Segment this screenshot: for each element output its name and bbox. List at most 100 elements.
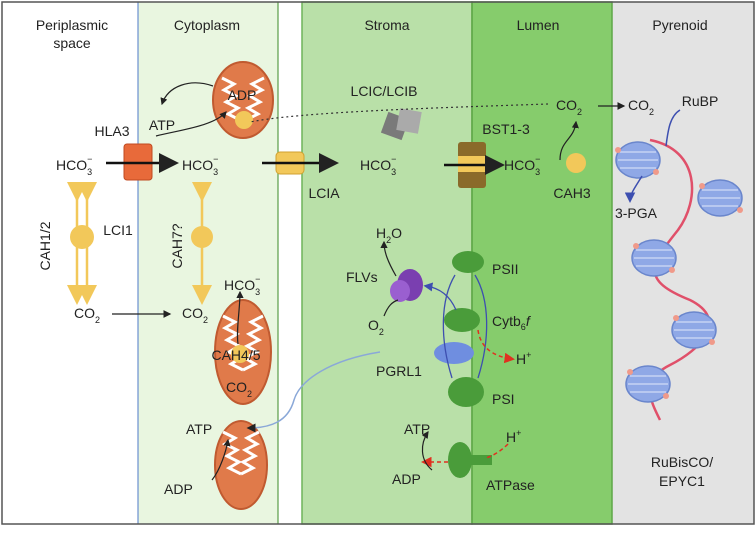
mitochondrion-middle [214, 299, 272, 405]
label-lci1: LCI1 [103, 222, 133, 238]
rubisco-4 [671, 311, 717, 349]
arrow-proton-atpase [485, 443, 509, 459]
arrow-3pga [624, 175, 643, 203]
label-cytb6f: Cytb6f [492, 313, 532, 332]
hco3-lumen: HCO3− [504, 154, 540, 177]
arrow-atp-to-hla3 [155, 111, 227, 137]
label-adp-top: ADP [228, 87, 257, 103]
label-atp-thylakoid: ATP [404, 421, 430, 437]
label-adp-bottom: ADP [164, 481, 193, 497]
co2-lumen: CO2 [556, 97, 582, 117]
arrow-co2-leak-dotted [249, 103, 549, 123]
svg-text:H2O: H2O [376, 225, 402, 245]
arrow-cah45 [236, 290, 244, 345]
co2-mito: CO2 [226, 379, 252, 399]
hco3-periplasm: HCO3− [56, 154, 92, 177]
pgrl1-protein [434, 342, 474, 364]
stroma-region [302, 2, 472, 524]
label-rubp: RuBP [682, 93, 719, 109]
arrow-atp-export [246, 351, 381, 433]
label-psi: PSI [492, 391, 515, 407]
cah3-enzyme [566, 153, 586, 173]
arrow-o2-flv [383, 299, 399, 317]
svg-text:H+: H+ [506, 428, 521, 445]
label-lcic-lcib: LCIC/LCIB [351, 83, 418, 99]
envelope-gap [278, 2, 302, 524]
cytb6f-complex [444, 308, 480, 332]
rubisco-1 [615, 141, 661, 179]
psi-complex [448, 377, 484, 407]
label-flvs: FLVs [346, 269, 378, 285]
lumen-region [472, 2, 612, 524]
label-cah12: CAH1/2 [37, 221, 53, 270]
periplasm-region [2, 2, 138, 524]
arrow-rubp [665, 109, 681, 147]
svg-text:H+: H+ [516, 350, 531, 367]
svg-text:CO2: CO2 [182, 305, 208, 325]
header-pyrenoid: Pyrenoid [652, 17, 707, 33]
label-lcia: LCIA [308, 185, 340, 201]
hplus-atpase: H+ [506, 428, 521, 445]
svg-text:HCO3−: HCO3− [504, 154, 540, 177]
label-3pga: 3-PGA [615, 205, 658, 221]
label-rubisco: RuBisCO/ [651, 454, 713, 470]
svg-text:CO2: CO2 [74, 305, 100, 325]
label-psii: PSII [492, 261, 518, 277]
arrow-adp-mito-bottom [211, 438, 231, 481]
svg-text:O2: O2 [368, 317, 384, 337]
cah7-enzyme [191, 182, 213, 305]
label-epyc1: EPYC1 [659, 473, 705, 489]
arrow-adp-atp-thylakoid [421, 431, 433, 471]
svg-text:HCO3−: HCO3− [182, 154, 218, 177]
lcic-lcib-complex [380, 108, 422, 141]
header-periplasm-1: Periplasmic [36, 17, 108, 33]
hco3-stroma: HCO3− [360, 154, 396, 177]
label-bst: BST1-3 [482, 121, 530, 137]
header-periplasm-2: space [53, 35, 91, 51]
arrow-cah3-co2 [559, 120, 579, 161]
header-cytoplasm: Cytoplasm [174, 17, 240, 33]
cah12-enzyme [67, 182, 97, 305]
label-pgrl1: PGRL1 [376, 363, 422, 379]
label-cah3: CAH3 [553, 185, 591, 201]
rubisco-5 [625, 365, 671, 403]
arrow-atp-from-mito [160, 82, 214, 106]
co2-cytoplasm: CO2 [182, 305, 208, 325]
label-atp-bottom: ATP [186, 421, 212, 437]
flv-complex [390, 269, 423, 302]
svg-text:CO2: CO2 [628, 97, 654, 117]
label-atpase: ATPase [486, 477, 535, 493]
hplus-cyt: H+ [516, 350, 531, 367]
o2-label: O2 [368, 317, 384, 337]
arrow-electron-flv [423, 282, 457, 311]
co2-pyrenoid: CO2 [628, 97, 654, 117]
rubisco-3 [631, 239, 677, 277]
svg-text:HCO3−: HCO3− [56, 154, 92, 177]
label-atp-top: ATP [149, 117, 175, 133]
h2o-label: H2O [376, 225, 402, 245]
svg-text:HCO3−: HCO3− [224, 274, 260, 297]
co2-periplasm: CO2 [74, 305, 100, 325]
svg-text:CO2: CO2 [556, 97, 582, 117]
atpase-complex [448, 442, 492, 478]
label-cah7: CAH7? [169, 223, 185, 268]
label-cah45: CAH4/5 [211, 347, 260, 363]
label-adp-thylakoid: ADP [392, 471, 421, 487]
mitochondrion-top [212, 61, 274, 139]
svg-text:HCO3−: HCO3− [360, 154, 396, 177]
hco3-cytoplasm: HCO3− [182, 154, 218, 177]
header-lumen: Lumen [517, 17, 560, 33]
rubisco-complexes [615, 141, 743, 403]
arrow-flv-h2o [380, 240, 397, 277]
header-stroma: Stroma [364, 17, 409, 33]
arrow-proton-cyt [477, 329, 515, 364]
svg-text:CO2: CO2 [226, 379, 252, 399]
svg-text:Cytb6f: Cytb6f [492, 313, 532, 332]
psii-complex [452, 251, 484, 273]
mitochondrion-bottom [214, 420, 268, 510]
rubisco-2 [697, 179, 743, 217]
label-hla3: HLA3 [94, 123, 129, 139]
hco3-mito: HCO3− [224, 274, 260, 297]
